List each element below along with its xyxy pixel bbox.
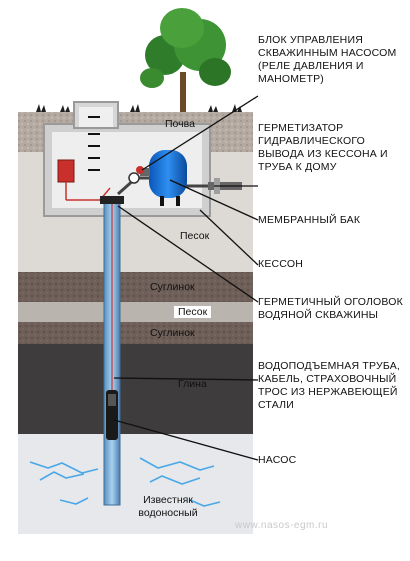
- membrane-tank: [140, 150, 187, 206]
- layer-loam-1: [18, 272, 253, 302]
- label-riser-pipe: ВОДОПОДЪЕМНАЯ ТРУБА, КАБЕЛЬ, СТРАХОВОЧНЫ…: [258, 360, 401, 411]
- pressure-gauge: [128, 166, 144, 184]
- label-well-head: ГЕРМЕТИЧНЫЙ ОГОЛОВОК ВОДЯНОЙ СКВАЖИНЫ: [258, 296, 403, 321]
- label-membrane-tank: МЕМБРАННЫЙ БАК: [258, 214, 361, 226]
- submersible-pump: [106, 390, 118, 440]
- layer-label-sand-2: Песок: [174, 306, 212, 318]
- layer-label-clay: Глина: [178, 378, 207, 390]
- layer-clay: [18, 344, 253, 434]
- tree-illustration: [140, 8, 231, 112]
- label-sealer: ГЕРМЕТИЗАТОР ГИДРАВЛИЧЕСКОГО ВЫВОДА ИЗ К…: [258, 122, 388, 173]
- label-caisson: КЕССОН: [258, 258, 304, 270]
- aquifer-cracks: [29, 457, 221, 507]
- label-control-unit: БЛОК УПРАВЛЕНИЯ СКВАЖИННЫМ НАСОСОМ (РЕЛЕ…: [258, 34, 397, 85]
- layer-label-loam-2: Суглинок: [150, 327, 195, 339]
- label-pump: НАСОС: [258, 454, 297, 466]
- well-casing: [100, 196, 124, 506]
- control-box: [57, 159, 75, 200]
- layer-sand-2: [18, 302, 253, 322]
- layer-loam-2: [18, 322, 253, 344]
- grass-tufts: [36, 104, 242, 112]
- layer-label-limestone: Известняк водоносный: [138, 494, 198, 519]
- watermark: www.nasos-egm.ru: [235, 520, 329, 531]
- leader-lines: [113, 95, 259, 461]
- layer-label-sand-1: Песок: [180, 230, 210, 242]
- layer-label-loam-1: Суглинок: [150, 281, 195, 293]
- layer-limestone: [18, 434, 253, 534]
- layer-label-soil: Почва: [165, 118, 195, 130]
